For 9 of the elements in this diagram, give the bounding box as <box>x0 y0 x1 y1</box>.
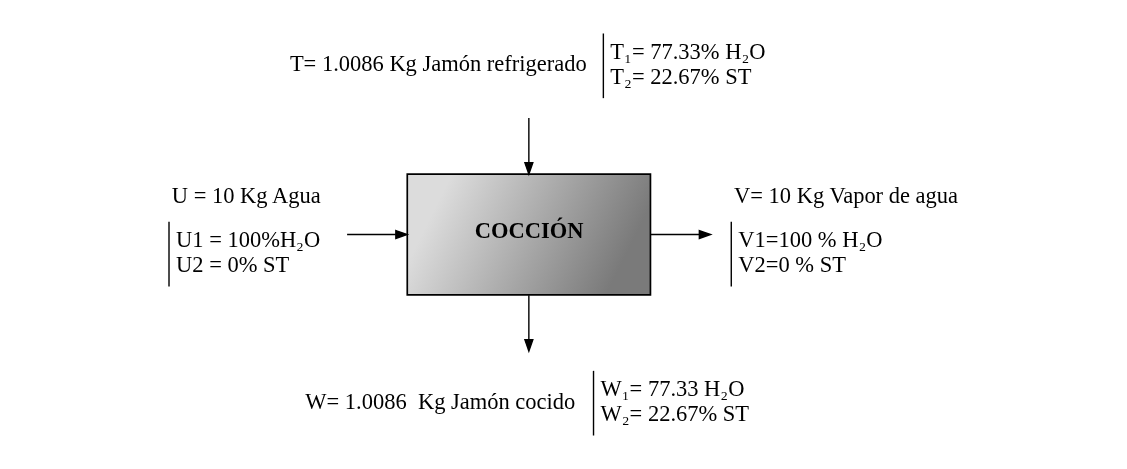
node-box: COCCIÓN <box>405 173 651 296</box>
arrow <box>649 229 713 240</box>
node-text: T= 1.0086 Kg Jamón refrigerado T₁= 77.33% H₂O T₂= 22.67% ST <box>289 38 766 89</box>
node-text: U = 10 Kg Agua U1 = 100%H₂O U2 = 0% ST <box>171 183 321 278</box>
node-text: V= 10 Kg Vapor de agua V1=100 % H₂O V2=0 % ST <box>733 183 958 278</box>
node-text: W= 1.0086 Kg Jamón cocido W₁= 77.33 H₂O W₂= 22.67% ST <box>304 375 749 427</box>
arrow <box>523 294 534 354</box>
arrow <box>345 229 409 240</box>
arrow <box>523 117 534 177</box>
